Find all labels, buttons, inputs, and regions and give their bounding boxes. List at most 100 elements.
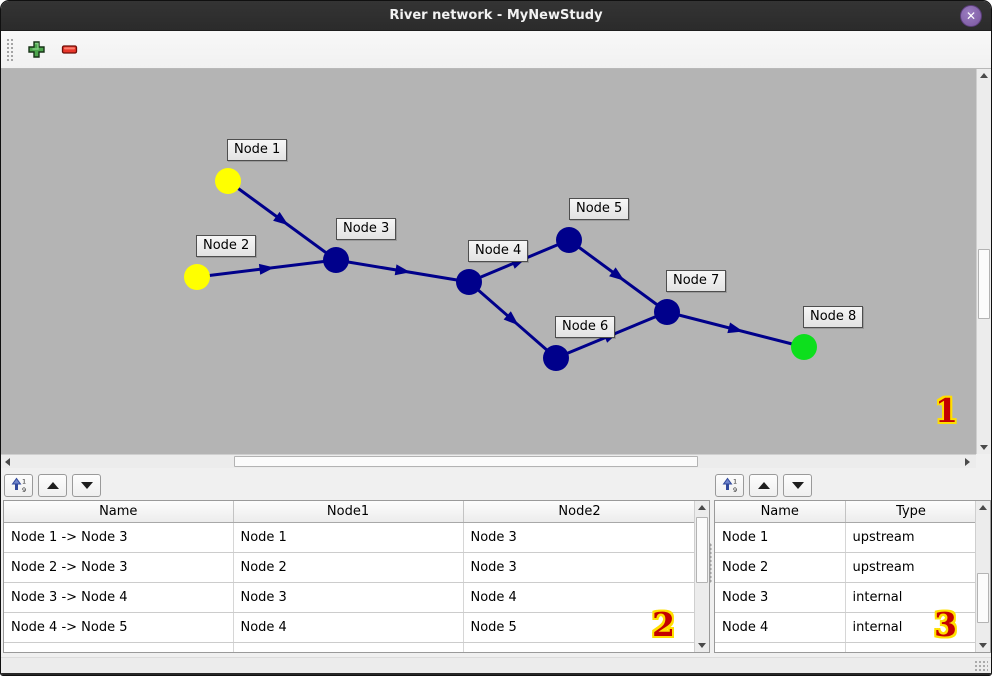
toolbar-drag-handle[interactable] — [6, 37, 14, 62]
column-header[interactable]: Node2 — [463, 501, 697, 523]
scroll-up-icon[interactable] — [976, 501, 990, 514]
node-label-node6[interactable]: Node 6 — [555, 316, 616, 338]
column-header[interactable]: Node1 — [233, 501, 464, 523]
table-cell[interactable]: Node 4 — [715, 612, 846, 643]
svg-text:1: 1 — [733, 478, 737, 486]
nodes-toolbar: 1 9 — [712, 468, 991, 500]
table-cell[interactable]: upstream — [845, 552, 978, 583]
table-cell[interactable]: Node 4 — [463, 582, 697, 613]
table-cell[interactable]: Node 3 -> Node 4 — [4, 582, 234, 613]
table-cell[interactable]: Node 2 — [233, 552, 464, 583]
node-label-node5[interactable]: Node 5 — [569, 198, 630, 220]
table-cell[interactable] — [845, 642, 978, 652]
table-cell[interactable]: Node 1 — [715, 522, 846, 553]
titlebar[interactable]: River network - MyNewStudy ✕ — [1, 1, 991, 31]
scroll-left-icon[interactable] — [1, 455, 14, 468]
table-cell[interactable]: internal — [845, 612, 978, 643]
add-button[interactable] — [24, 38, 48, 62]
canvas-vertical-scrollbar[interactable] — [976, 69, 991, 454]
network-node-node2[interactable] — [184, 264, 210, 290]
network-edge-node2-node3[interactable] — [196, 258, 337, 279]
move-link-up-button[interactable] — [38, 473, 67, 497]
move-link-down-button[interactable] — [72, 473, 101, 497]
links-table-scrollbar[interactable] — [694, 501, 709, 652]
node-label-node7[interactable]: Node 7 — [666, 270, 727, 292]
table-cell[interactable]: Node 1 -> Node 3 — [4, 522, 234, 553]
network-node-node7[interactable] — [654, 299, 680, 325]
move-node-down-button[interactable] — [783, 473, 812, 497]
table-cell[interactable]: Node 4 — [233, 612, 464, 643]
table-cell[interactable]: internal — [845, 582, 978, 613]
table-cell[interactable]: Node 3 — [463, 522, 697, 553]
annotation-1: 1 — [935, 391, 958, 430]
scroll-up-icon[interactable] — [977, 69, 991, 82]
table-cell[interactable]: Node 1 — [233, 522, 464, 553]
scroll-up-icon[interactable] — [695, 501, 709, 514]
sort-links-button[interactable]: 1 9 — [4, 473, 33, 497]
column-header[interactable]: Name — [715, 501, 846, 523]
close-button[interactable]: ✕ — [960, 5, 982, 27]
scroll-down-icon[interactable] — [977, 441, 991, 454]
sort-ascending-icon: 1 9 — [11, 478, 26, 493]
node-label-node3[interactable]: Node 3 — [336, 218, 397, 240]
links-scroll-thumb[interactable] — [696, 517, 708, 583]
network-edge-node3-node4[interactable] — [335, 258, 470, 284]
table-cell[interactable]: Node 2 -> Node 3 — [4, 552, 234, 583]
table-cell[interactable] — [233, 642, 464, 652]
sort-nodes-button[interactable]: 1 9 — [715, 473, 744, 497]
node-label-node1[interactable]: Node 1 — [227, 139, 288, 161]
table-cell[interactable]: Node 3 — [233, 582, 464, 613]
resize-grip[interactable] — [974, 660, 988, 672]
network-node-node6[interactable] — [543, 345, 569, 371]
table-cell[interactable]: Node 3 — [715, 582, 846, 613]
network-edge-node7-node8[interactable] — [666, 310, 805, 349]
horizontal-scroll-thumb[interactable] — [234, 456, 698, 467]
network-edge-node1-node3[interactable] — [227, 179, 337, 262]
column-header[interactable]: Name — [4, 501, 234, 523]
table-cell[interactable]: upstream — [845, 522, 978, 553]
nodes-scroll-thumb[interactable] — [977, 573, 989, 623]
node-label-node8[interactable]: Node 8 — [803, 306, 864, 328]
table-cell[interactable]: Node 4 -> Node 5 — [4, 612, 234, 643]
network-graph — [184, 168, 817, 371]
network-edge-node5-node7[interactable] — [568, 238, 668, 314]
network-edge-node4-node6[interactable] — [468, 280, 557, 360]
node-label-node4[interactable]: Node 4 — [468, 240, 529, 262]
remove-button[interactable] — [57, 38, 81, 62]
network-node-node5[interactable] — [556, 227, 582, 253]
window-bottom-edge — [1, 673, 991, 675]
canvas-horizontal-scrollbar[interactable] — [1, 454, 976, 468]
table-cell[interactable]: Node 2 — [715, 552, 846, 583]
scroll-down-icon[interactable] — [976, 639, 990, 652]
vertical-scroll-thumb[interactable] — [978, 249, 990, 319]
scroll-down-icon[interactable] — [695, 639, 709, 652]
node-label-node2[interactable]: Node 2 — [196, 235, 257, 257]
table-cell[interactable] — [715, 642, 846, 652]
network-canvas[interactable]: 1 Node 1 Node 2 Node 3 Node 4 Node 5 Node 6 No… — [1, 69, 976, 454]
network-node-node4[interactable] — [456, 269, 482, 295]
panel-splitter[interactable] — [709, 468, 712, 657]
table-row-partial[interactable] — [4, 642, 697, 652]
main-toolbar — [1, 31, 991, 69]
edge-arrow-icon — [503, 311, 519, 326]
move-node-up-button[interactable] — [749, 473, 778, 497]
column-header[interactable]: Type — [845, 501, 978, 523]
network-node-node1[interactable] — [215, 168, 241, 194]
scroll-right-icon[interactable] — [961, 455, 974, 468]
table-cell[interactable]: Node 3 — [463, 552, 697, 583]
nodes-table-scrollbar[interactable] — [975, 501, 990, 652]
network-node-node3[interactable] — [323, 247, 349, 273]
table-cell[interactable] — [4, 642, 234, 652]
table-cell[interactable]: Node 5 — [463, 612, 697, 643]
annotation-3: 3 — [934, 605, 957, 644]
network-node-node8[interactable] — [791, 334, 817, 360]
